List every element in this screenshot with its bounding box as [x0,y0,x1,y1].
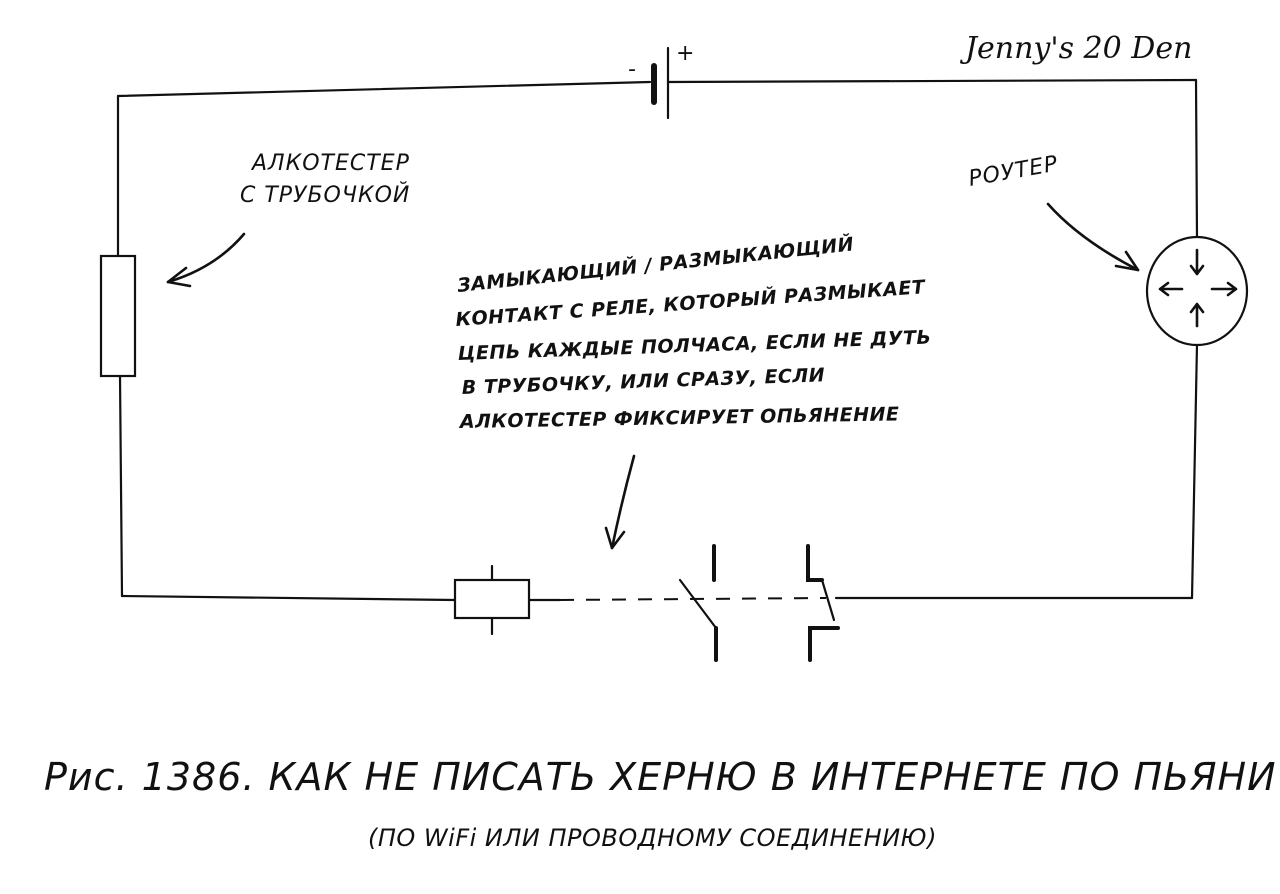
figure-subcaption: (ПО WiFi ИЛИ ПРОВОДНОМУ СОЕДИНЕНИЮ) [368,824,937,852]
relay-note-line4: В ТРУБОЧКУ, ИЛИ СРАЗУ, ЕСЛИ [461,364,825,399]
router-label: РОУТЕР [967,152,1061,192]
signature: Jenny's 20 Den [959,31,1192,66]
breathalyzer-label: АЛКОТЕСТЕР С ТРУБОЧКОЙ [240,151,410,208]
relay-note-line3: ЦЕПЬ КАЖДЫЕ ПОЛЧАСА, ЕСЛИ НЕ ДУТЬ [457,326,931,365]
breathalyzer-label-line2: С ТРУБОЧКОЙ [240,182,410,208]
battery-plus-label: + [676,41,695,66]
battery-minus-label: - [628,57,637,82]
relay-note-line5: АЛКОТЕСТЕР ФИКСИРУЕТ ОПЬЯНЕНИЕ [458,403,900,433]
router-arrow [1046,202,1140,272]
breathalyzer-label-line1: АЛКОТЕСТЕР [250,151,410,176]
breathalyzer-resistor [99,254,137,378]
router-circle [1145,235,1249,347]
relay-coil [453,564,562,636]
relay-switch-normally-open [678,544,718,662]
breathalyzer-arrow [166,232,246,288]
figure-caption: Рис. 1386. КАК НЕ ПИСАТЬ ХЕРНЮ В ИНТЕРНЕ… [44,755,1277,799]
relay-switch-normally-closed [806,544,840,662]
battery-symbol: - + [628,41,695,120]
relay-contact-note: ЗАМЫКАЮЩИЙ / РАЗМЫКАЮЩИЙ КОНТАКТ С РЕЛЕ,… [455,232,932,433]
relay-note-arrow [604,454,636,550]
circuit-wires [116,78,1199,602]
